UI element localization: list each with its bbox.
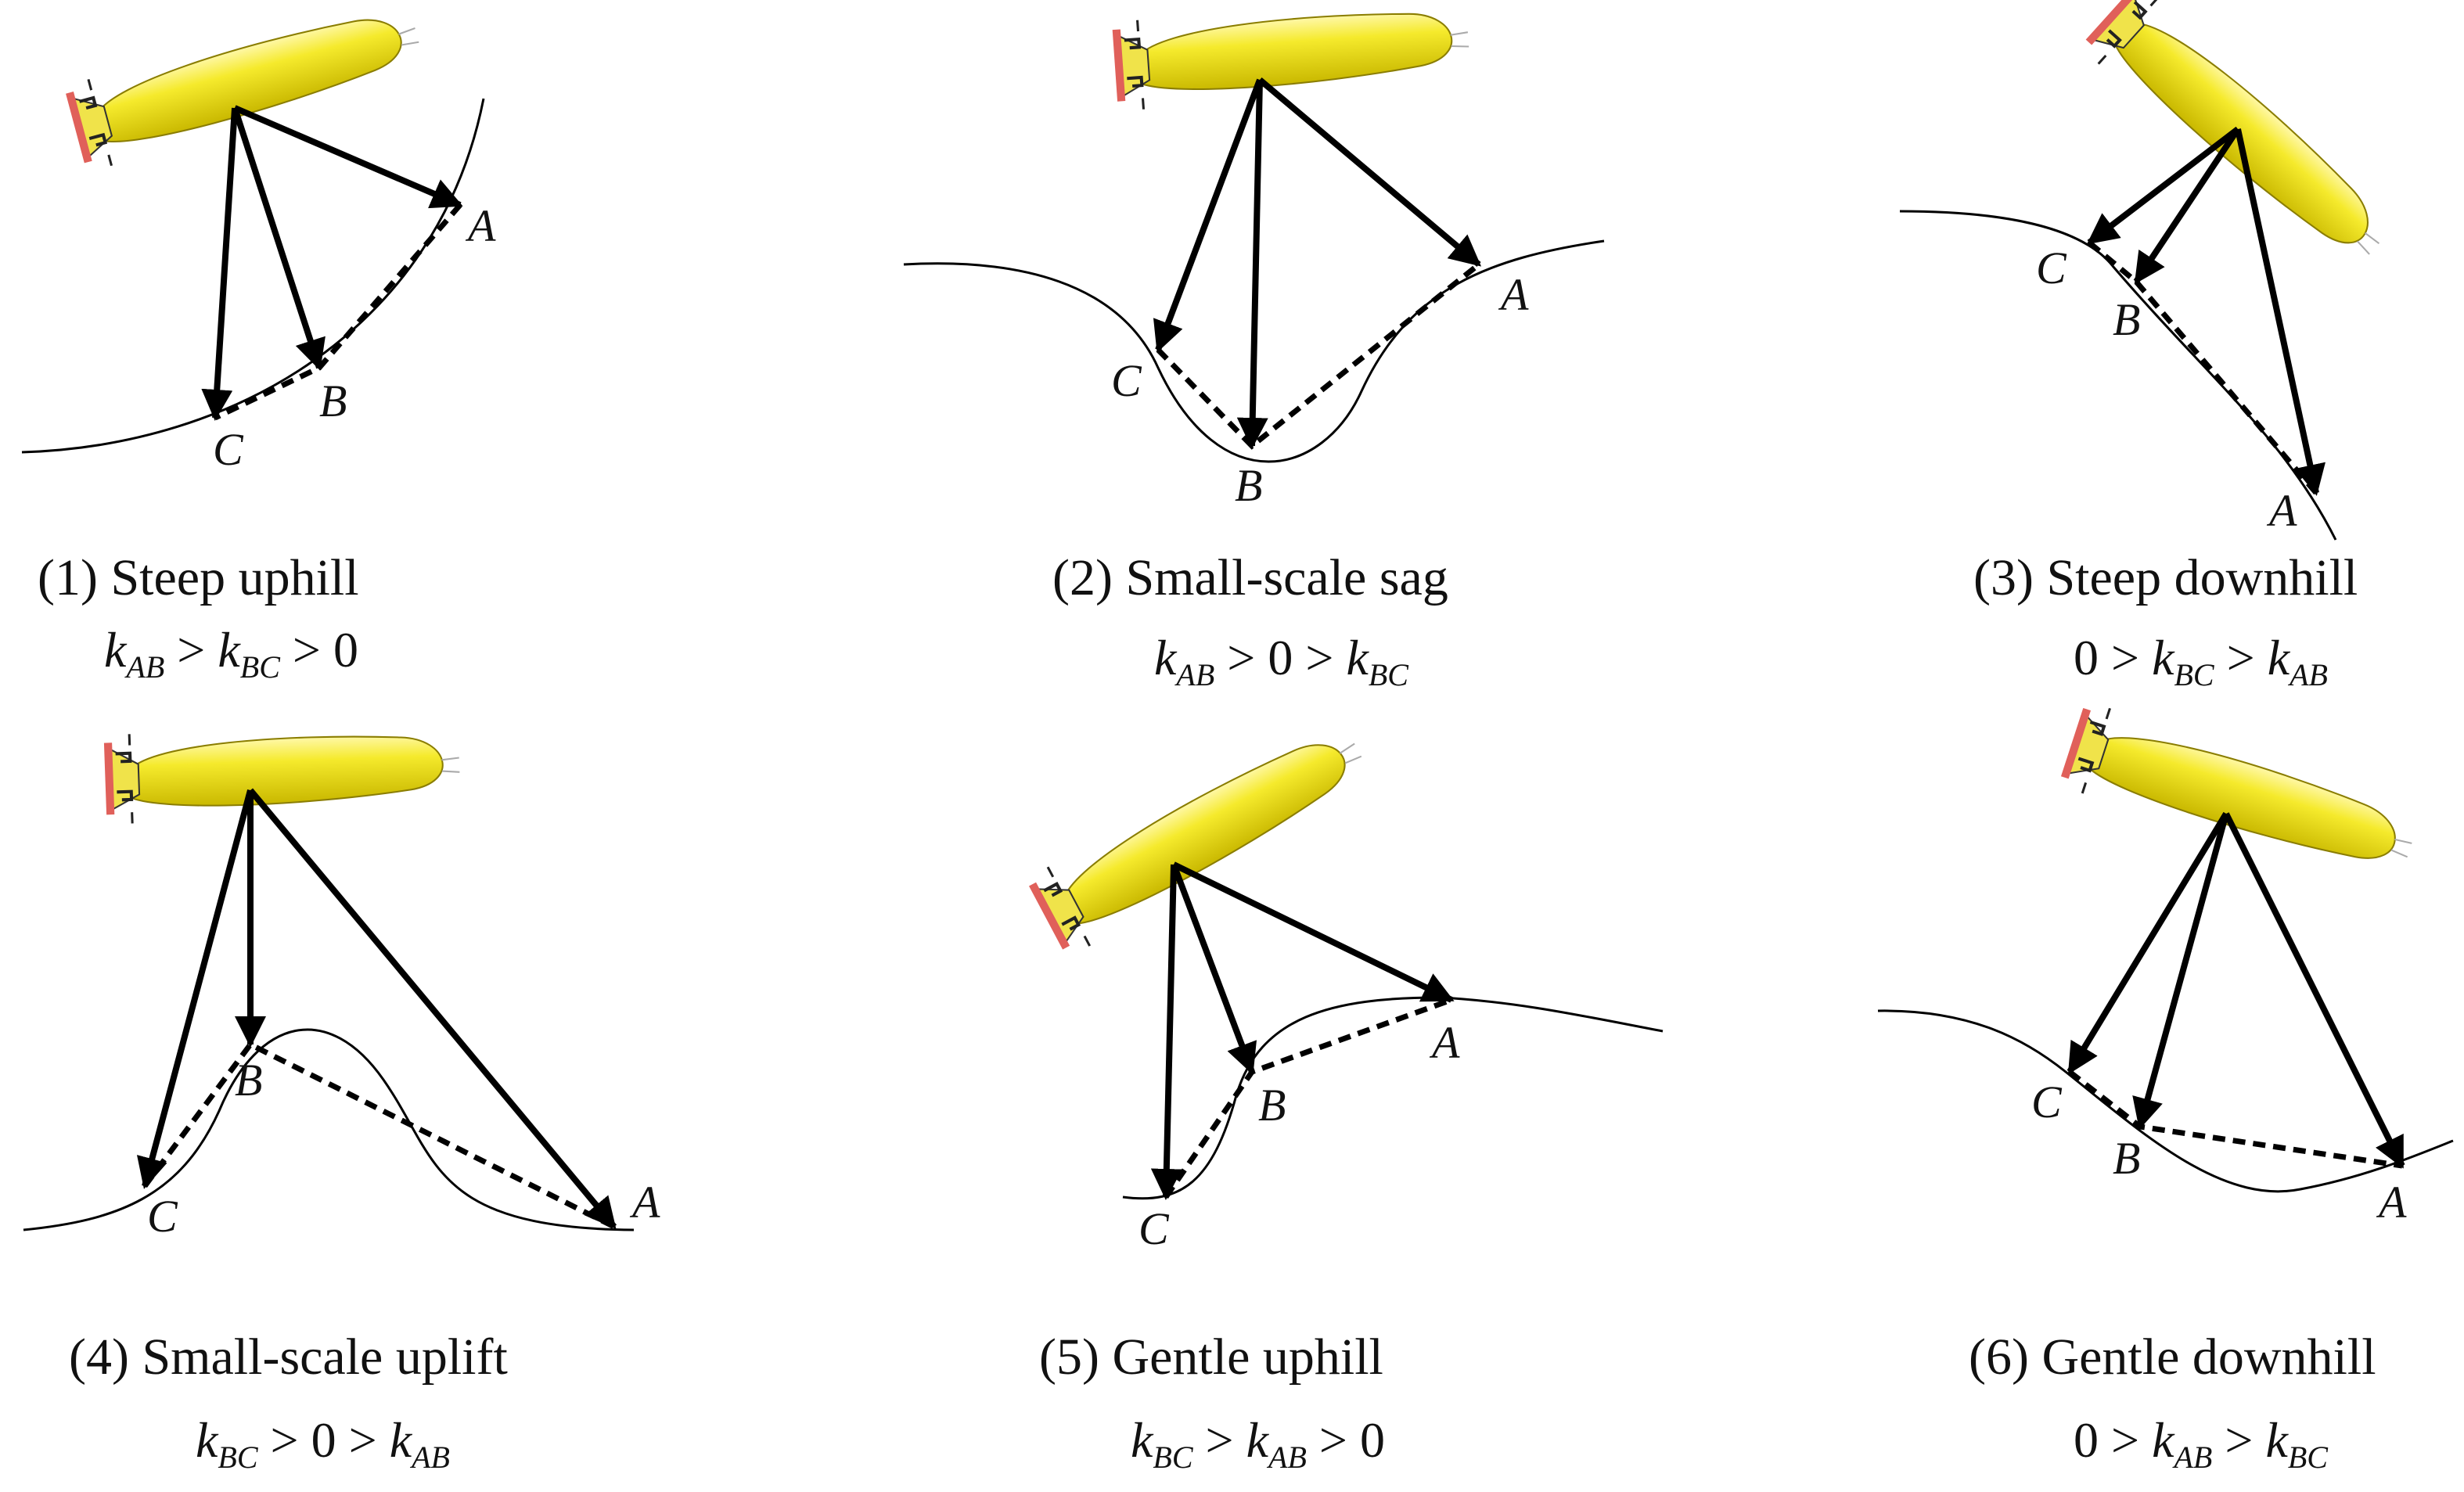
relation-operator: > (2214, 630, 2268, 685)
relation-operator: 0 > (2074, 630, 2152, 685)
panel-2: A B C (2) Small-scale sag kAB > 0 > kBC (903, 0, 1605, 692)
slope-relation: kAB > kBC > 0 (104, 622, 358, 685)
slope-variable: k (2152, 630, 2175, 685)
dashed-chord (142, 1041, 616, 1230)
panel-6: A B C (6) Gentle downhill 0 > kAB > kBC (1877, 700, 2454, 1475)
point-label-c: C (1138, 1203, 1170, 1254)
auv-icon (1025, 713, 1380, 958)
auv-icon (104, 723, 462, 825)
relation-operator: > 0 > (1214, 630, 1346, 685)
point-label-a: A (465, 200, 496, 251)
slope-subscript: BC (240, 649, 281, 685)
terrain-curve (1877, 1009, 2454, 1193)
slope-variable: k (1246, 1412, 1270, 1468)
slope-variable: k (2152, 1412, 2175, 1468)
panel-caption: (4) Small-scale uplift (69, 1328, 508, 1386)
slope-subscript: AB (1266, 1440, 1307, 1475)
beam-to-a (1172, 861, 1455, 1003)
beam-to-b (232, 106, 326, 371)
beam-to-c (1153, 78, 1263, 353)
point-label-b: B (1258, 1080, 1286, 1131)
panel-4: A B C (4) Small-scale uplift kBC > 0 > k… (23, 723, 660, 1475)
point-label-b: B (2113, 294, 2140, 345)
slope-variable: k (390, 1412, 413, 1468)
slope-variable: k (1131, 1412, 1154, 1468)
slope-variable: k (1154, 630, 1178, 685)
slope-relation: kBC > 0 > kAB (196, 1412, 450, 1475)
slope-variable: k (104, 622, 128, 678)
beam-to-a (2235, 128, 2326, 496)
beam-to-b (1236, 79, 1268, 449)
beam-to-a (2223, 812, 2405, 1169)
panel-5: A B C (5) Gentle uphill kBC > kAB > 0 (1025, 713, 1664, 1475)
point-label-a: A (2376, 1177, 2407, 1228)
point-label-c: C (1111, 355, 1142, 406)
slope-subscript: BC (1153, 1440, 1193, 1475)
slope-relation: kBC > kAB > 0 (1131, 1412, 1385, 1475)
slope-relation: kAB > 0 > kBC (1154, 630, 1409, 692)
panel-caption: (6) Gentle downhill (1969, 1328, 2376, 1386)
beam-to-b (2133, 127, 2241, 285)
slope-subscript: AB (2172, 1440, 2213, 1475)
panel-3: A B C (3) Steep downhill 0 > kBC > kAB (1899, 0, 2402, 692)
slope-variable: k (218, 622, 241, 678)
point-label-a: A (1429, 1017, 1460, 1068)
dashed-chord (1164, 997, 1453, 1199)
panel-caption: (5) Gentle uphill (1039, 1328, 1383, 1386)
dashed-chord (1156, 262, 1481, 450)
beam-to-c (2067, 811, 2229, 1075)
relation-operator: > (2212, 1412, 2265, 1468)
beam-to-a (247, 788, 617, 1230)
point-label-b: B (2113, 1133, 2140, 1184)
relation-operator: > 0 > (258, 1412, 390, 1468)
relation-operator: > 0 (1307, 1412, 1385, 1468)
point-label-a: A (2266, 485, 2297, 536)
slope-variable: k (196, 1412, 219, 1468)
relation-operator: > 0 (280, 622, 358, 678)
beam-to-c (136, 789, 254, 1189)
auv-icon (2058, 700, 2423, 895)
slope-variable: k (1346, 630, 1369, 685)
panel-1: A B C (1) Steep uphill kAB > kBC > 0 (21, 0, 496, 685)
panel-caption: (2) Small-scale sag (1052, 549, 1448, 606)
point-label-a: A (1498, 269, 1529, 320)
relation-operator: > (164, 622, 218, 678)
slope-subscript: AB (409, 1440, 450, 1475)
slope-subscript: AB (124, 649, 164, 685)
point-label-b: B (1235, 460, 1262, 511)
panel-caption: (1) Steep uphill (38, 549, 359, 606)
point-label-b: B (319, 376, 347, 426)
slope-subscript: AB (1174, 657, 1214, 692)
beam-to-b (1171, 863, 1257, 1075)
relation-operator: > (1193, 1412, 1246, 1468)
point-label-c: C (213, 424, 244, 475)
slope-subscript: BC (2174, 657, 2215, 692)
beam-to-c (2086, 126, 2240, 246)
slope-subscript: BC (1369, 657, 1409, 692)
terrain-curve (23, 1028, 635, 1231)
dashed-chord (2087, 240, 2318, 495)
beam-to-a (1257, 77, 1482, 268)
point-label-c: C (2036, 243, 2067, 293)
panel-caption: (3) Steep downhill (1973, 549, 2358, 606)
point-label-c: C (2031, 1077, 2063, 1127)
relation-operator: 0 > (2074, 1412, 2152, 1468)
slope-variable: k (2268, 630, 2291, 685)
beam-to-c (1150, 864, 1182, 1200)
slope-subscript: AB (2287, 657, 2328, 692)
slope-relation: 0 > kAB > kBC (2074, 1412, 2329, 1475)
slope-subscript: BC (218, 1440, 258, 1475)
point-label-b: B (235, 1055, 262, 1106)
slope-relation: 0 > kBC > kAB (2074, 630, 2328, 692)
beam-to-c (201, 107, 238, 421)
beam-to-a (233, 105, 463, 209)
point-label-a: A (629, 1177, 660, 1228)
beam-to-b (2132, 812, 2229, 1130)
point-label-c: C (147, 1191, 178, 1242)
slope-subscript: BC (2288, 1440, 2329, 1475)
slope-variable: k (2265, 1412, 2289, 1468)
auv-icon (1112, 0, 1472, 111)
terrain-curve (1122, 996, 1664, 1200)
